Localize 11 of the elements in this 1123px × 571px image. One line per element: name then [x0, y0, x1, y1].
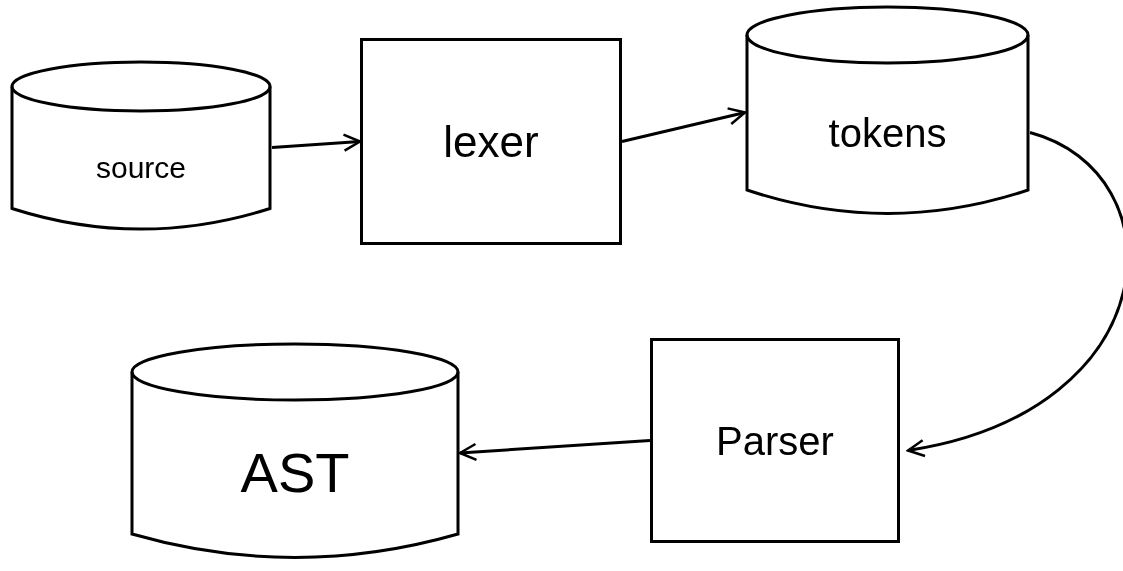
node-label: lexer: [443, 115, 539, 168]
process-box: [650, 338, 900, 543]
arrow: [906, 131, 1123, 456]
node-label: Parser: [716, 417, 834, 465]
arrow: [458, 439, 651, 462]
node-label: AST: [240, 440, 350, 506]
node-label: source: [95, 150, 186, 186]
arrow: [621, 107, 747, 143]
process-box: [360, 38, 622, 245]
node-label: tokens: [828, 109, 947, 157]
arrow: [271, 133, 362, 152]
